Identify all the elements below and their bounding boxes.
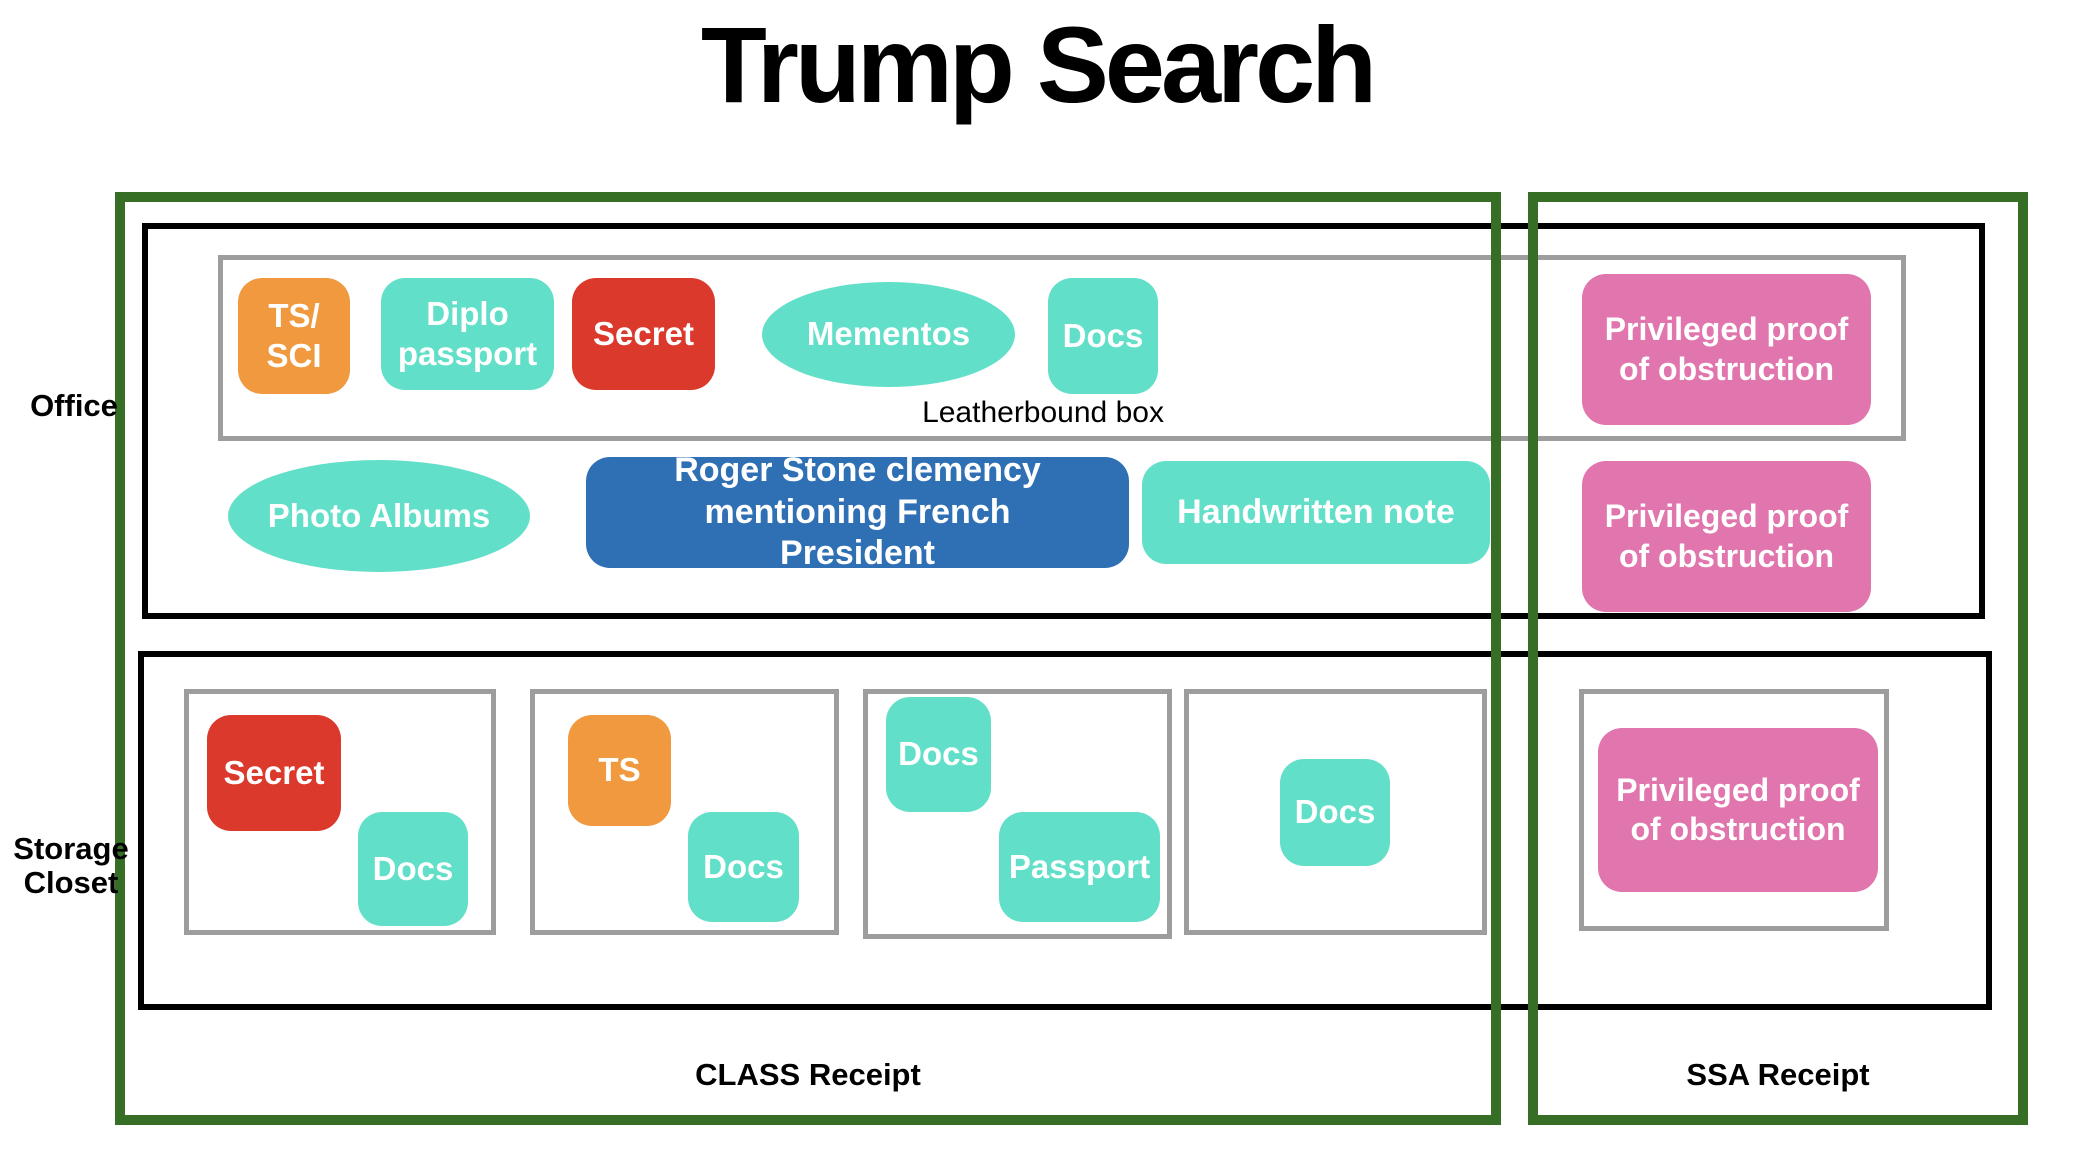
leatherbound-box-label: Leatherbound box [922, 396, 1164, 429]
storage-bin-4 [1184, 689, 1487, 935]
storage-closet-room-box [138, 651, 1992, 1010]
page-title: Trump Search [700, 4, 1377, 125]
item-ts-sci: TS/ SCI [238, 278, 350, 394]
item-diplo-passport: Diplo passport [381, 278, 554, 390]
item-secret-office: Secret [572, 278, 715, 390]
item-docs-storage-3: Docs [886, 697, 991, 812]
item-privileged-proof-storage: Privileged proof of obstruction [1598, 728, 1878, 892]
office-row-label: Office [30, 388, 118, 423]
item-docs-storage-2: Docs [688, 812, 799, 922]
ssa-receipt-region: SSA Receipt [1528, 192, 2028, 1125]
item-passport-storage: Passport [999, 812, 1160, 922]
leatherbound-box: Leatherbound box [218, 255, 1906, 441]
storage-bin-2 [530, 689, 839, 935]
item-ts-storage: TS [568, 715, 671, 826]
office-room-box [142, 223, 1985, 619]
class-receipt-label: CLASS Receipt [695, 1057, 921, 1092]
item-privileged-proof-office-2: Privileged proof of obstruction [1582, 461, 1871, 612]
item-secret-storage: Secret [207, 715, 341, 831]
item-docs-office: Docs [1048, 278, 1158, 394]
item-photo-albums: Photo Albums [228, 460, 530, 572]
ssa-storage-bin [1579, 689, 1889, 931]
item-handwritten-note: Handwritten note [1142, 461, 1490, 564]
item-privileged-proof-office-1: Privileged proof of obstruction [1582, 274, 1871, 425]
storage-closet-row-label: Storage Closet [13, 831, 129, 901]
storage-bin-3 [863, 689, 1172, 939]
item-mementos: Mementos [762, 282, 1015, 387]
class-receipt-region: CLASS Receipt [115, 192, 1501, 1125]
item-roger-stone-clemency: Roger Stone clemency mentioning French P… [586, 451, 1129, 572]
ssa-receipt-label: SSA Receipt [1686, 1057, 1870, 1092]
storage-bin-1 [184, 689, 496, 935]
item-docs-storage-1: Docs [358, 812, 468, 926]
item-docs-storage-4: Docs [1280, 759, 1390, 866]
